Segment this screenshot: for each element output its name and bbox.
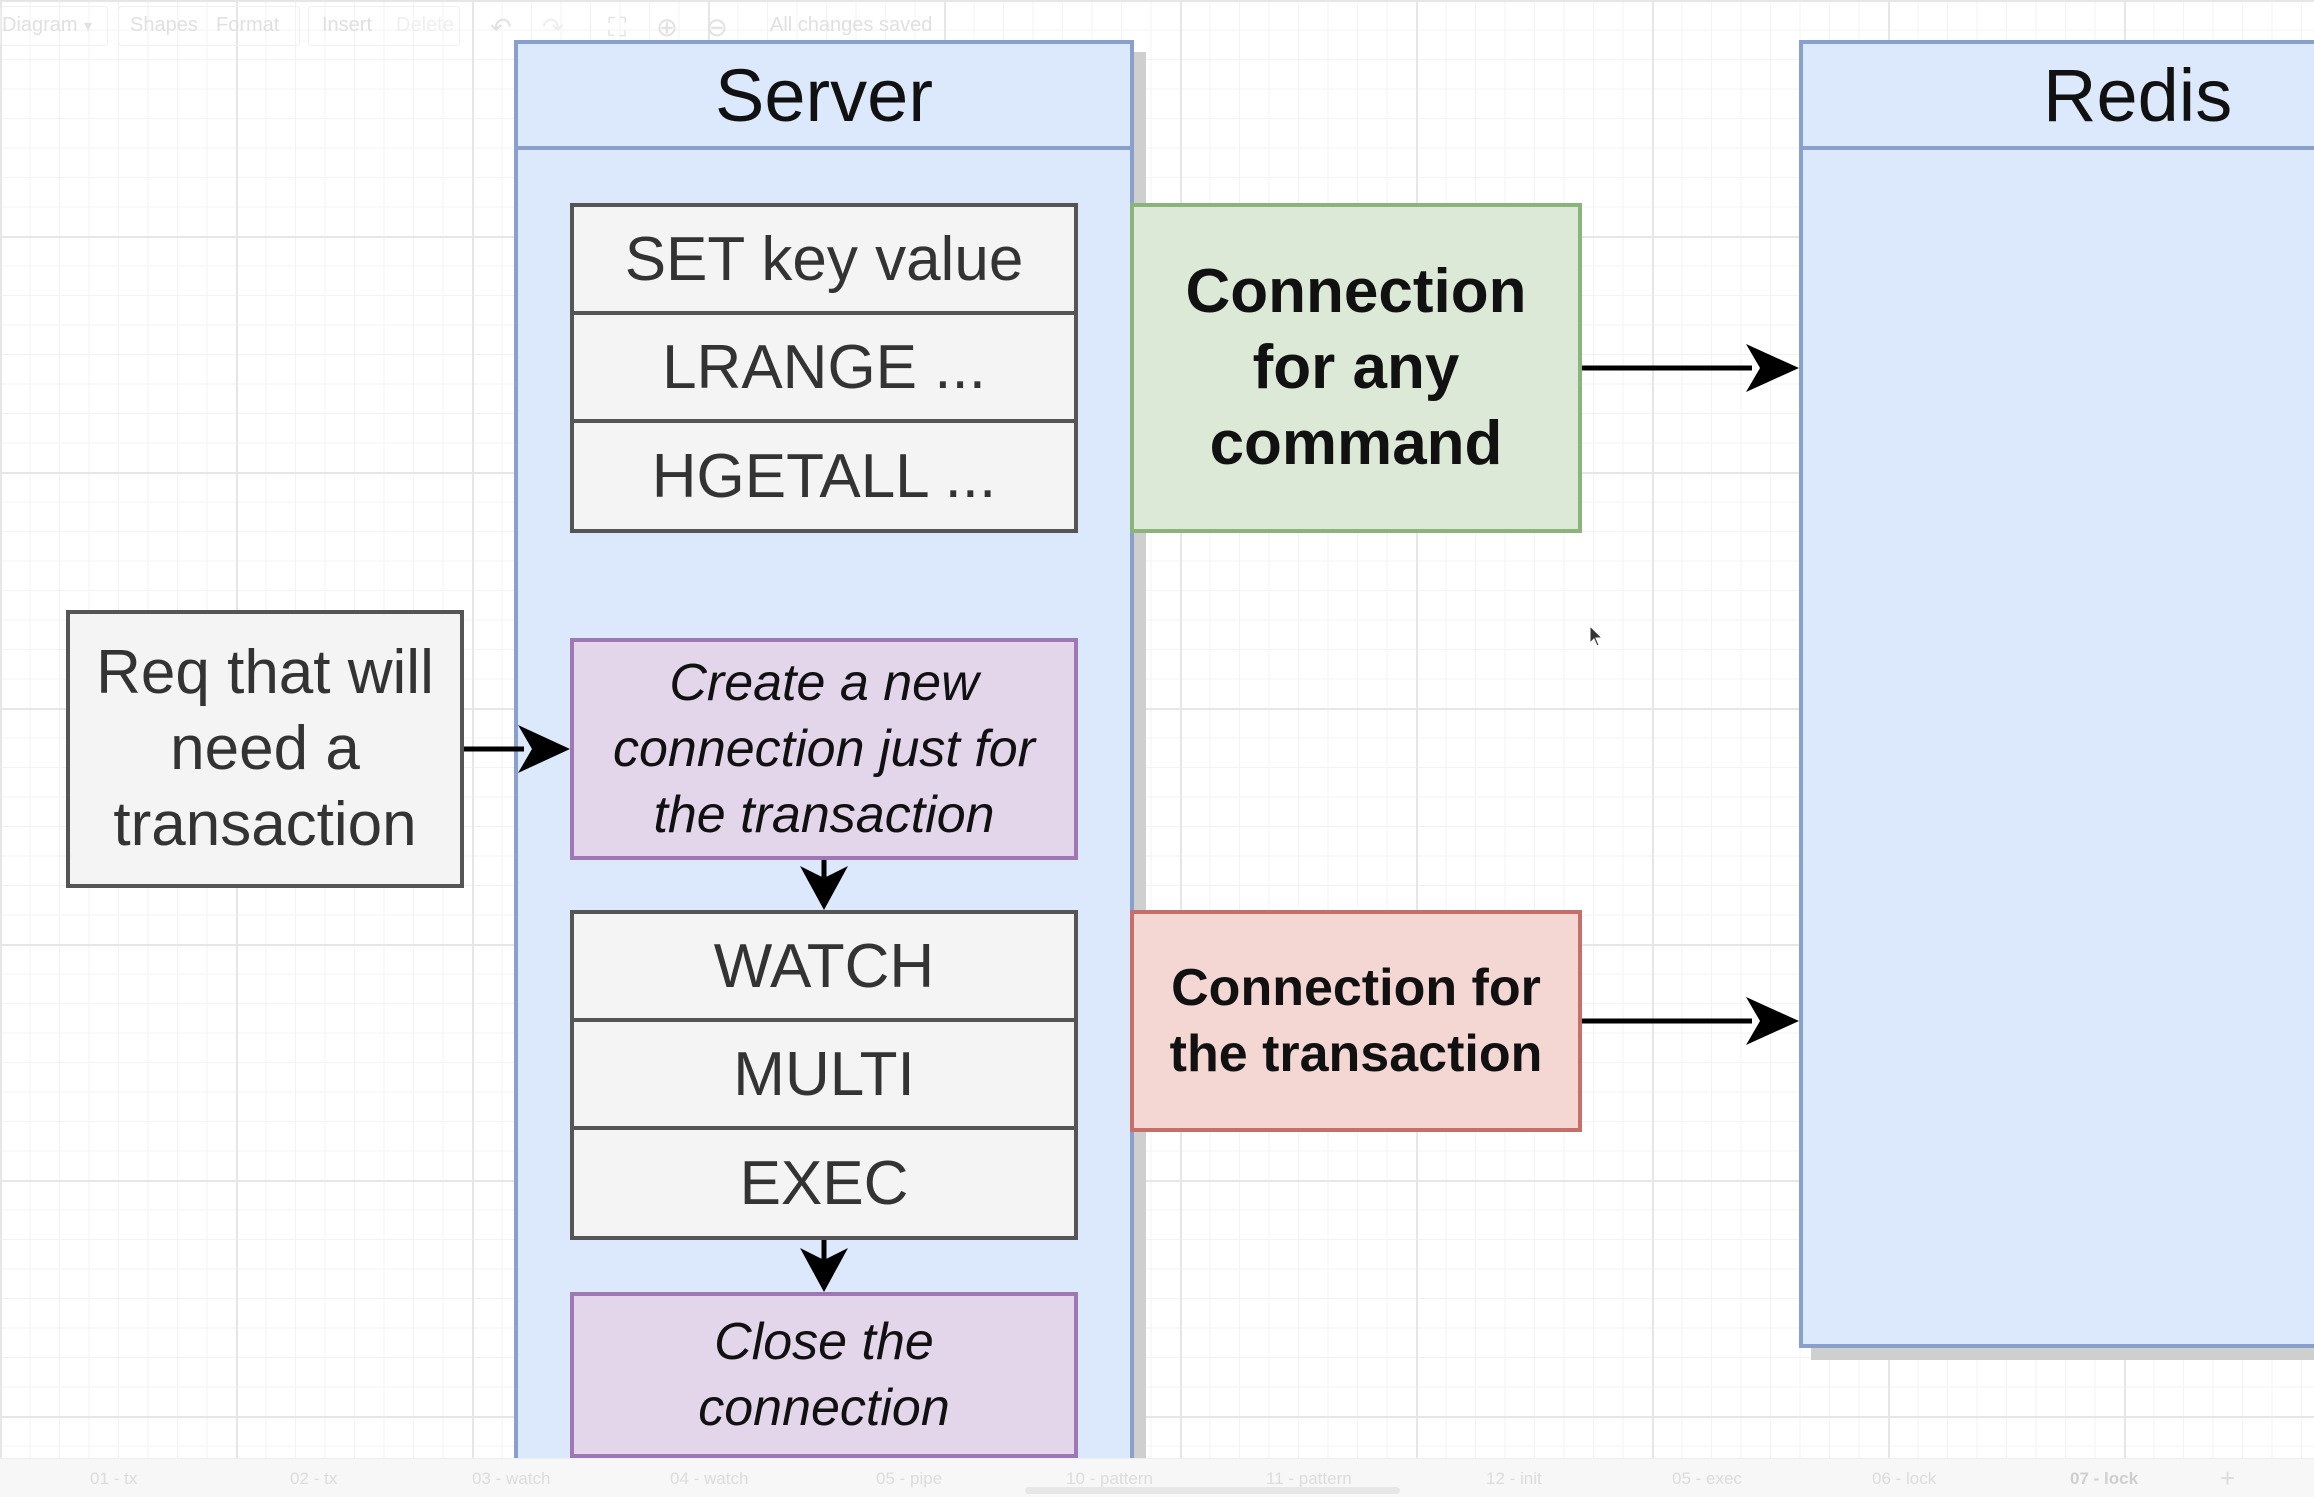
zoom-out-icon[interactable]: ⊖: [706, 12, 728, 42]
page-tab-active[interactable]: 07 - lock: [2070, 1469, 2139, 1488]
delete-button[interactable]: Delete: [396, 14, 454, 36]
fullscreen-icon[interactable]: ⛶: [608, 12, 627, 42]
arrowhead-transaction: [1746, 997, 1799, 1045]
page-tab[interactable]: 05 - pipe: [876, 1469, 943, 1488]
edit-box: [308, 6, 460, 46]
redis-title: Redis: [1803, 44, 2314, 150]
toolbar-separator: [590, 8, 591, 46]
command-hgetall[interactable]: HGETALL ...: [570, 419, 1078, 533]
shapes-button[interactable]: Shapes: [130, 14, 198, 36]
chevron-down-icon: ▾: [84, 18, 93, 35]
redo-icon[interactable]: ↷: [542, 12, 564, 42]
page-tab[interactable]: 03 - watch: [472, 1469, 551, 1488]
page-tab[interactable]: 10 - pattern: [1066, 1469, 1153, 1488]
command-lrange[interactable]: LRANGE ...: [570, 311, 1078, 423]
general-connection[interactable]: Connection for any command: [1130, 203, 1582, 533]
diagram-menu-box: [0, 6, 108, 46]
save-status: All changes saved: [770, 14, 933, 36]
close-connection-step[interactable]: Close the connection: [570, 1292, 1078, 1458]
add-page-icon[interactable]: +: [2220, 1463, 2236, 1493]
arrowhead-general: [1746, 344, 1799, 392]
page-tab[interactable]: 12 - init: [1486, 1469, 1542, 1488]
page-tab[interactable]: 05 - exec: [1672, 1469, 1742, 1488]
undo-icon[interactable]: ↶: [490, 12, 512, 42]
horizontal-scrollbar[interactable]: [1025, 1487, 1400, 1494]
page-tab[interactable]: 04 - watch: [670, 1469, 749, 1488]
page-tab[interactable]: 06 - lock: [1872, 1469, 1937, 1488]
diagram-menu[interactable]: Diagram: [2, 14, 78, 36]
insert-button[interactable]: Insert: [322, 14, 373, 36]
transaction-connection[interactable]: Connection for the transaction: [1130, 910, 1582, 1132]
mouse-pointer-icon: [1589, 625, 1604, 647]
arrowhead-request: [518, 725, 570, 773]
page-tab[interactable]: 01 - tx: [90, 1469, 138, 1488]
page-tab[interactable]: 11 - pattern: [1266, 1469, 1352, 1488]
redis-lane[interactable]: Redis: [1799, 40, 2314, 1348]
zoom-in-icon[interactable]: ⊕: [656, 12, 678, 42]
toolbar: Diagram ▾ Shapes Format Insert Delete ↶ …: [0, 0, 2314, 54]
format-button[interactable]: Format: [216, 14, 280, 36]
arrowhead-exec-to-close: [800, 1248, 848, 1292]
transaction-request[interactable]: Req that will need a transaction: [66, 610, 464, 888]
page-tab[interactable]: 02 - tx: [290, 1469, 338, 1488]
command-set[interactable]: SET key value: [570, 203, 1078, 315]
panel-toggle-box: [118, 6, 300, 46]
create-connection-step[interactable]: Create a new connection just for the tra…: [570, 638, 1078, 860]
command-exec[interactable]: EXEC: [570, 1126, 1078, 1240]
arrowhead-create-to-watch: [800, 866, 848, 910]
server-title: Server: [518, 44, 1130, 150]
